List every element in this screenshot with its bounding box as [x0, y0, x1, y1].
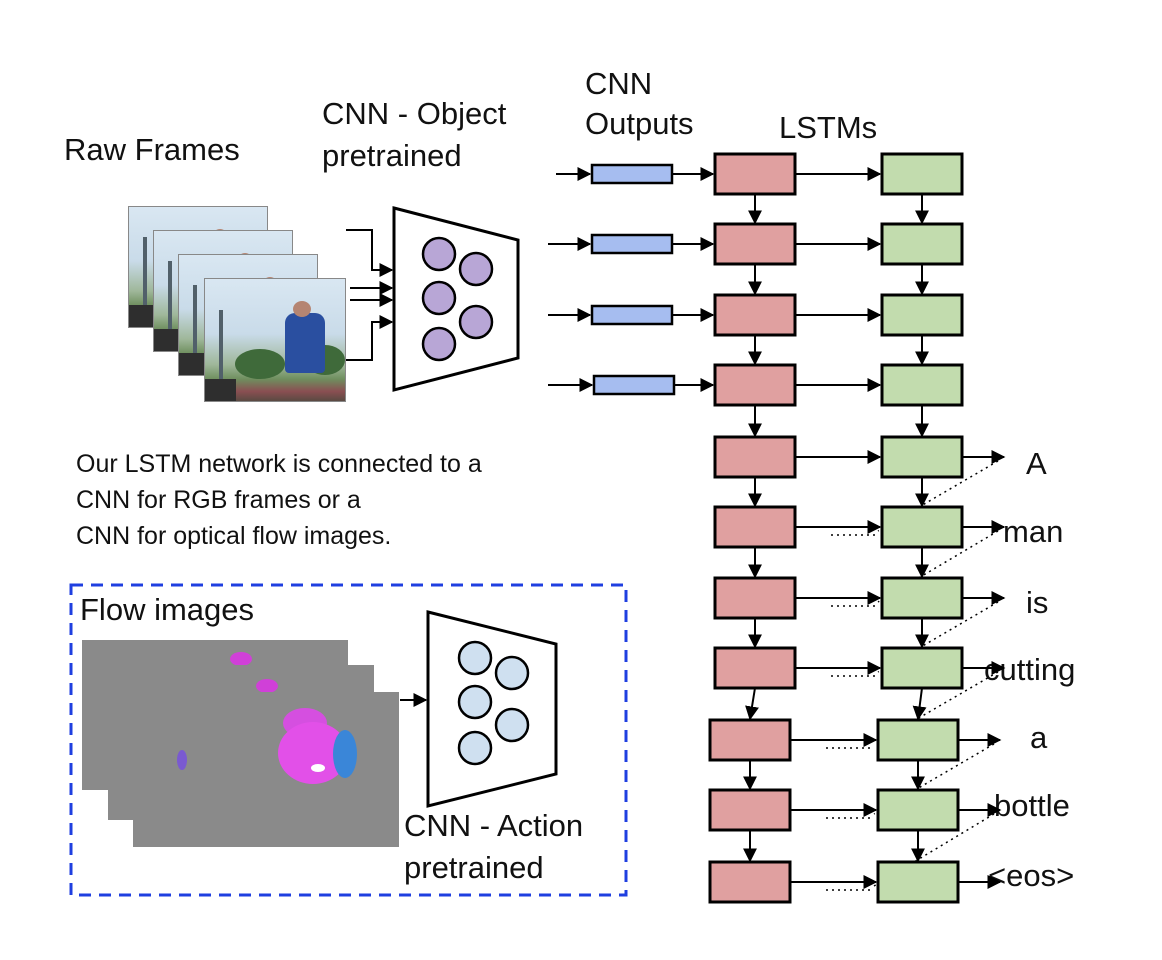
lstm1-recurrent-arrow: [745, 687, 759, 721]
lstm2-cell: [876, 718, 960, 762]
output-word: <eos>: [988, 858, 1075, 893]
lstm2-cell: [880, 646, 964, 690]
flow-image: [133, 692, 399, 847]
lstm2-cell: [880, 363, 964, 407]
description-line-2: CNN for RGB frames or a: [76, 486, 361, 514]
object-neuron: [421, 326, 457, 362]
raw-frame-image: [204, 278, 346, 402]
lstm1-cell: [713, 152, 797, 196]
lstm2-cell: [880, 576, 964, 620]
lstm2-cell: [880, 505, 964, 549]
output-word: a: [1030, 720, 1048, 755]
action-neuron: [457, 730, 493, 766]
action-neuron: [457, 640, 493, 676]
lstm2-cell: [880, 293, 964, 337]
lstm1-cell: [713, 293, 797, 337]
flow-images-dashed-box: [69, 583, 628, 897]
object-neuron: [421, 236, 457, 272]
lstm2-cell: [880, 435, 964, 479]
lstm1-cell: [713, 435, 797, 479]
cnn-outputs: [548, 163, 715, 396]
lstm-stack: [708, 152, 1006, 904]
lstm1-cell: [708, 860, 792, 904]
output-word: man: [1003, 514, 1064, 549]
lstm2-cell: [880, 222, 964, 266]
cnn-action-trapezoid: [426, 610, 558, 808]
lstm2-cell: [876, 860, 960, 904]
object-neuron: [458, 251, 494, 287]
lstm1-cell: [713, 576, 797, 620]
cnn-outputs-label-line1: CNN: [585, 66, 653, 101]
output-word: is: [1026, 585, 1049, 620]
cnn-action-label-line1: CNN - Action: [404, 808, 584, 843]
lstm1-cell: [708, 718, 792, 762]
lstm1-cell: [713, 222, 797, 266]
cnn-object-label-line2: pretrained: [322, 138, 462, 173]
cnn-output-vector: [590, 163, 674, 185]
action-neuron: [494, 707, 530, 743]
lstm1-cell: [708, 788, 792, 832]
description-line-3: CNN for optical flow images.: [76, 522, 392, 550]
lstm2-cell: [876, 788, 960, 832]
raw-frames-label: Raw Frames: [64, 132, 240, 167]
lstm2-recurrent-arrow: [912, 687, 927, 721]
cnn-output-vector: [592, 374, 676, 396]
cnn-output-vector: [590, 304, 674, 326]
frame-input-connector: [346, 229, 394, 277]
frame-input-connector: [346, 315, 394, 361]
output-word: bottle: [994, 788, 1070, 823]
output-word: A: [1026, 446, 1047, 481]
description-line-1: Our LSTM network is connected to a: [76, 450, 482, 478]
object-neuron: [458, 304, 494, 340]
cnn-action-label-line2: pretrained: [404, 850, 544, 885]
action-neuron: [494, 655, 530, 691]
lstm2-cell: [880, 152, 964, 196]
action-neuron: [457, 684, 493, 720]
lstm1-cell: [713, 505, 797, 549]
object-neuron: [421, 280, 457, 316]
cnn-outputs-label-line2: Outputs: [585, 106, 694, 141]
lstm1-cell: [713, 646, 797, 690]
cnn-output-vector: [590, 233, 674, 255]
cnn-object-label-line1: CNN - Object: [322, 96, 507, 131]
lstm1-cell: [713, 363, 797, 407]
flow-images-label: Flow images: [80, 592, 254, 627]
lstms-label: LSTMs: [779, 110, 878, 145]
